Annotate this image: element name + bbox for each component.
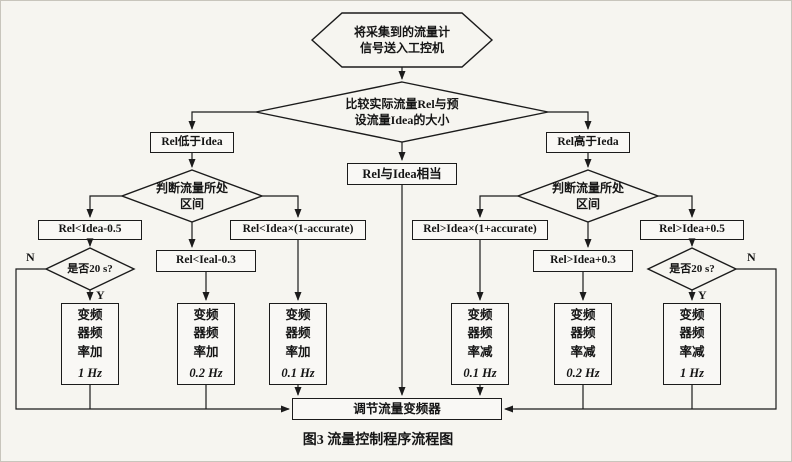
node-rel-equal: Rel与Idea相当 <box>347 163 457 185</box>
node-proc-l1: 变频器频率加 1 Hz <box>61 303 119 385</box>
timer-left-diamond-shape <box>44 247 136 291</box>
proc-l1-amount: 1 Hz <box>78 365 102 380</box>
node-cond-l3: Rel<Idea×(1-accurate) <box>230 220 366 240</box>
start-hexagon-shape <box>310 12 494 68</box>
judge-left-diamond-shape <box>119 169 265 223</box>
proc-l3-label: 变频器频率加 <box>285 307 311 360</box>
connector-arrows <box>15 67 777 413</box>
proc-r2-amount: 0.2 Hz <box>566 365 600 380</box>
no-label-left: N <box>26 250 35 264</box>
node-proc-r3: 变频器频率减 1 Hz <box>663 303 721 385</box>
node-proc-r1: 变频器频率减 0.1 Hz <box>451 303 509 385</box>
node-cond-l1: Rel<Idea-0.5 <box>38 220 142 240</box>
timer-right-diamond-shape <box>646 247 738 291</box>
node-proc-l2: 变频器频率加 0.2 Hz <box>177 303 235 385</box>
proc-r3-amount: 1 Hz <box>680 365 704 380</box>
proc-r1-amount: 0.1 Hz <box>463 365 497 380</box>
figure-caption: 图3 流量控制程序流程图 <box>302 433 454 448</box>
proc-r1-label: 变频器频率减 <box>467 307 493 360</box>
node-proc-r2: 变频器频率减 0.2 Hz <box>554 303 612 385</box>
yes-label-right: Y <box>698 288 707 302</box>
node-rel-high: Rel高于Ieda <box>546 132 630 153</box>
no-label-right: N <box>747 250 756 264</box>
proc-l2-label: 变频器频率加 <box>193 307 219 360</box>
proc-r2-label: 变频器频率减 <box>570 307 596 360</box>
compare-diamond-shape <box>255 81 549 143</box>
node-cond-r3: Rel>Idea+0.5 <box>640 220 744 240</box>
node-cond-r1: Rel>Idea×(1+accurate) <box>412 220 548 240</box>
yes-label-left: Y <box>96 288 105 302</box>
judge-right-diamond-shape <box>515 169 661 223</box>
proc-l3-amount: 0.1 Hz <box>281 365 315 380</box>
proc-l1-label: 变频器频率加 <box>77 307 103 360</box>
proc-r3-label: 变频器频率减 <box>679 307 705 360</box>
node-proc-l3: 变频器频率加 0.1 Hz <box>269 303 327 385</box>
node-cond-l2: Rel<Ieal-0.3 <box>156 250 256 272</box>
node-cond-r2: Rel>Idea+0.3 <box>533 250 633 272</box>
node-adjust: 调节流量变频器 <box>292 398 502 420</box>
node-rel-low: Rel低于Idea <box>150 132 234 153</box>
proc-l2-amount: 0.2 Hz <box>189 365 223 380</box>
